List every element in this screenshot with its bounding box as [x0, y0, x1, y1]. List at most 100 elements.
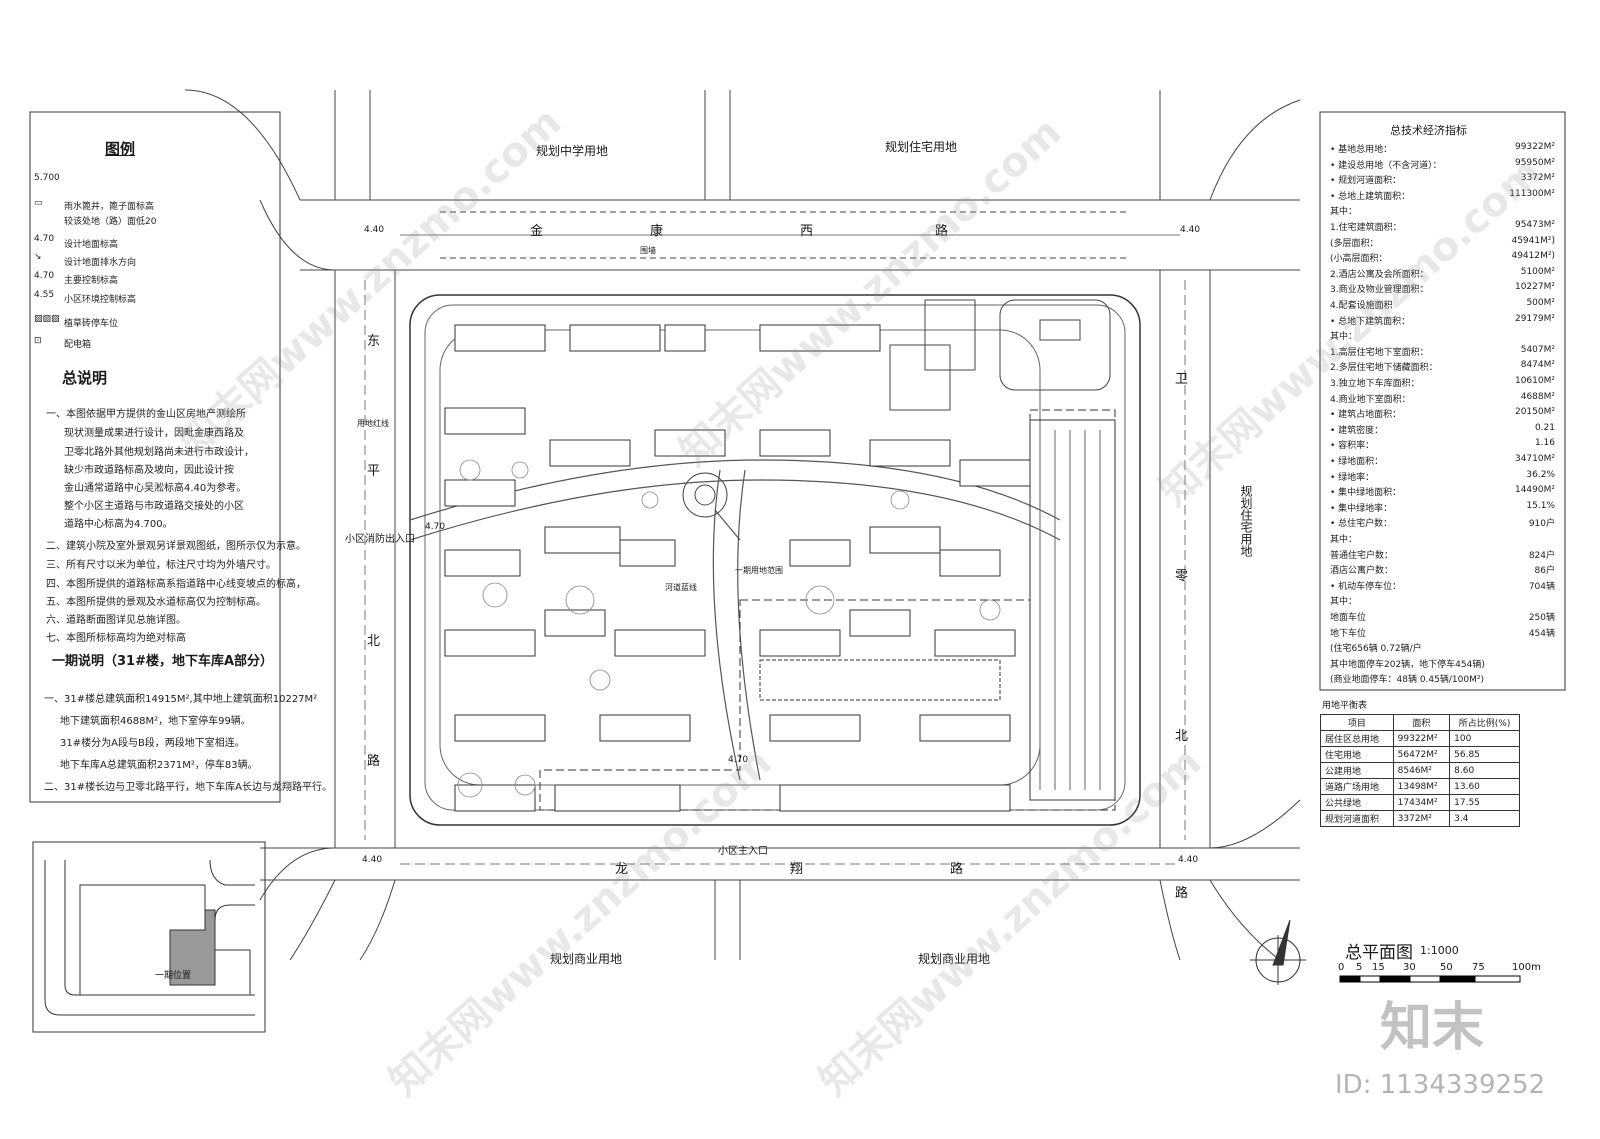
- indicator-label: 1.住宅建筑面积：: [1330, 223, 1402, 233]
- land-use-south-right: 规划商业用地: [918, 952, 991, 966]
- legend-label-6: 小区环境控制标高: [64, 295, 137, 305]
- legend-label-4: 设计地面排水方向: [64, 258, 137, 268]
- land-use-north-right: 规划住宅用地: [885, 140, 958, 154]
- legend-symbol-8: ⊡: [34, 336, 42, 346]
- red-line-label: 用地红线: [357, 419, 389, 428]
- elevation-ne: 4.40: [1180, 225, 1201, 235]
- road-name-north-2: 康: [650, 224, 664, 239]
- phase1-note-line: 31#楼分为A段与B段，两段地下室相连。: [60, 738, 245, 749]
- road-name-east-2: 零: [1175, 569, 1189, 584]
- indicator-label: 其中：: [1330, 207, 1358, 218]
- indicator-label: 普通住宅户数：: [1330, 550, 1394, 561]
- balance-table-title: 用地平衡表: [1322, 701, 1368, 711]
- indicator-row: • 绿地率：36.2%: [1320, 470, 1565, 484]
- scale-bar-label: 15: [1372, 962, 1385, 973]
- indicator-label: 2.多层住宅地下储藏面积：: [1330, 363, 1438, 374]
- road-name-east-3: 北: [1175, 729, 1189, 744]
- indicator-value: 250辆: [1528, 613, 1555, 623]
- indicator-value: 95950M²: [1514, 157, 1555, 168]
- indicator-label: (商业地面停车：48辆 0.45辆/100M²): [1330, 675, 1484, 686]
- indicator-value: 500M²: [1526, 298, 1555, 308]
- land-use-east: 规划住宅用地: [1239, 485, 1253, 557]
- indicator-value: 4688M²: [1520, 391, 1555, 402]
- land-use-south-left: 规划商业用地: [550, 952, 623, 966]
- indicator-label: • 总地下建筑面积：: [1330, 316, 1411, 327]
- indicator-row: • 建筑密度：0.21: [1320, 423, 1565, 437]
- indicator-row: 2.酒店公寓及会所面积：5100M²: [1320, 267, 1565, 281]
- indicator-label: 其中地面停车202辆，地下停车454辆): [1330, 659, 1485, 670]
- indicator-row: • 总地下建筑面积：29179M²: [1320, 314, 1565, 328]
- indicator-row: • 容积率：1.16: [1320, 438, 1565, 452]
- indicator-row: 其中地面停车202辆，地下停车454辆): [1320, 657, 1565, 671]
- scale-bar-label: 30: [1403, 962, 1416, 973]
- road-name-north-3: 西: [800, 224, 814, 239]
- road-name-east-1: 卫: [1175, 372, 1189, 387]
- table-header: 面积: [1392, 714, 1451, 731]
- legend-label-2: 较该处地（路）面低20: [64, 217, 157, 227]
- road-name-east-4: 路: [1175, 886, 1189, 901]
- indicator-label: • 总住宅户数：: [1330, 519, 1393, 530]
- phase1-notes-title: 一期说明（31#楼，地下车库A部分）: [52, 654, 274, 669]
- general-note-line: 七、本图所标标高均为绝对标高: [46, 633, 186, 644]
- indicator-row: (多层面积： 45941M²): [1320, 236, 1565, 250]
- road-name-south-3: 路: [950, 862, 964, 877]
- indicator-row: 1.住宅建筑面积： 95473M²: [1320, 220, 1565, 234]
- indicator-label: 3.独立地下车库面积：: [1330, 379, 1420, 389]
- indicator-label: • 集中绿地率：: [1330, 503, 1393, 514]
- indicator-row: (住宅656辆 0.72辆/户: [1320, 641, 1565, 655]
- general-note-line: 一、本图依据甲方提供的金山区房地产测绘所: [46, 409, 246, 420]
- indicators-panel: 总技术经济指标 • 基地总用地：99322M²• 建设总用地（不含河道）：959…: [1320, 112, 1565, 690]
- elevation-south: 4.70: [728, 755, 749, 765]
- indicator-value: 45941M²): [1511, 235, 1555, 246]
- scale-bar-label: 5: [1356, 962, 1363, 973]
- indicator-value: 86户: [1534, 566, 1555, 577]
- general-note-line: 六、道路断面图详见总施详图。: [46, 615, 186, 626]
- indicator-row: • 建设总用地（不含河道）：95950M²: [1320, 158, 1565, 172]
- watermark-id: ID: 1134339252: [1335, 1070, 1546, 1100]
- road-name-south-1: 龙: [615, 862, 629, 877]
- indicator-row: 其中：: [1320, 594, 1565, 608]
- legend-symbol-7: ▨▨▨: [34, 314, 60, 324]
- fire-entrance-label: 小区消防出入口: [345, 534, 415, 545]
- legend-symbol-4: ↘: [34, 252, 42, 262]
- indicator-row: • 建筑占地面积：20150M²: [1320, 407, 1565, 421]
- scale-bar-label: 50: [1440, 962, 1453, 973]
- drawing-title: 总平面图: [1345, 943, 1413, 963]
- indicator-row: 其中：: [1320, 204, 1565, 218]
- road-name-west-2: 平: [367, 464, 381, 479]
- elevation-nw: 4.40: [364, 225, 385, 235]
- indicator-label: • 集中绿地面积：: [1330, 488, 1402, 499]
- indicator-label: (住宅656辆 0.72辆/户: [1330, 644, 1422, 655]
- indicator-value: 14490M²: [1514, 485, 1555, 496]
- scale-bar-label: 0: [1338, 962, 1345, 973]
- road-name-west-4: 路: [367, 754, 381, 769]
- keyplan-label: 一期位置: [155, 971, 192, 981]
- indicator-value: 49412M²): [1511, 251, 1555, 262]
- indicator-label: (多层面积：: [1330, 238, 1379, 249]
- indicator-label: • 机动车停车位：: [1330, 581, 1402, 592]
- indicator-label: 其中：: [1330, 597, 1358, 608]
- indicator-value: 95473M²: [1514, 220, 1555, 230]
- indicator-row: • 集中绿地面积： 14490M²: [1320, 485, 1565, 499]
- indicator-value: 704辆: [1528, 581, 1555, 592]
- indicator-value: 8474M²: [1520, 360, 1555, 371]
- indicator-label: (小高层面积：: [1330, 254, 1388, 265]
- legend-symbol-1: ▭: [34, 198, 43, 208]
- indicator-row: • 机动车停车位： 704辆: [1320, 579, 1565, 593]
- indicator-label: • 容积率：: [1330, 441, 1375, 452]
- elevation-west: 4.70: [425, 522, 446, 532]
- road-name-north-4: 路: [935, 224, 949, 239]
- phase1-note-line: 地下车库A总建筑面积2371M²，停车83辆。: [60, 760, 258, 771]
- general-note-line: 卫零北路外其他规划路尚未进行市政设计，: [64, 447, 254, 458]
- indicator-label: 地面车位: [1330, 613, 1367, 623]
- phase1-note-line: 二、31#楼长边与卫零北路平行，地下车库A长边与龙翔路平行。: [44, 782, 332, 793]
- wall-label: 围墙: [640, 246, 656, 255]
- legend-label-3: 设计地面标高: [64, 240, 119, 250]
- indicator-value: 454辆: [1528, 628, 1555, 639]
- elevation-se: 4.40: [1178, 855, 1199, 865]
- indicator-row: 1.高层住宅地下室面积：5407M²: [1320, 345, 1565, 359]
